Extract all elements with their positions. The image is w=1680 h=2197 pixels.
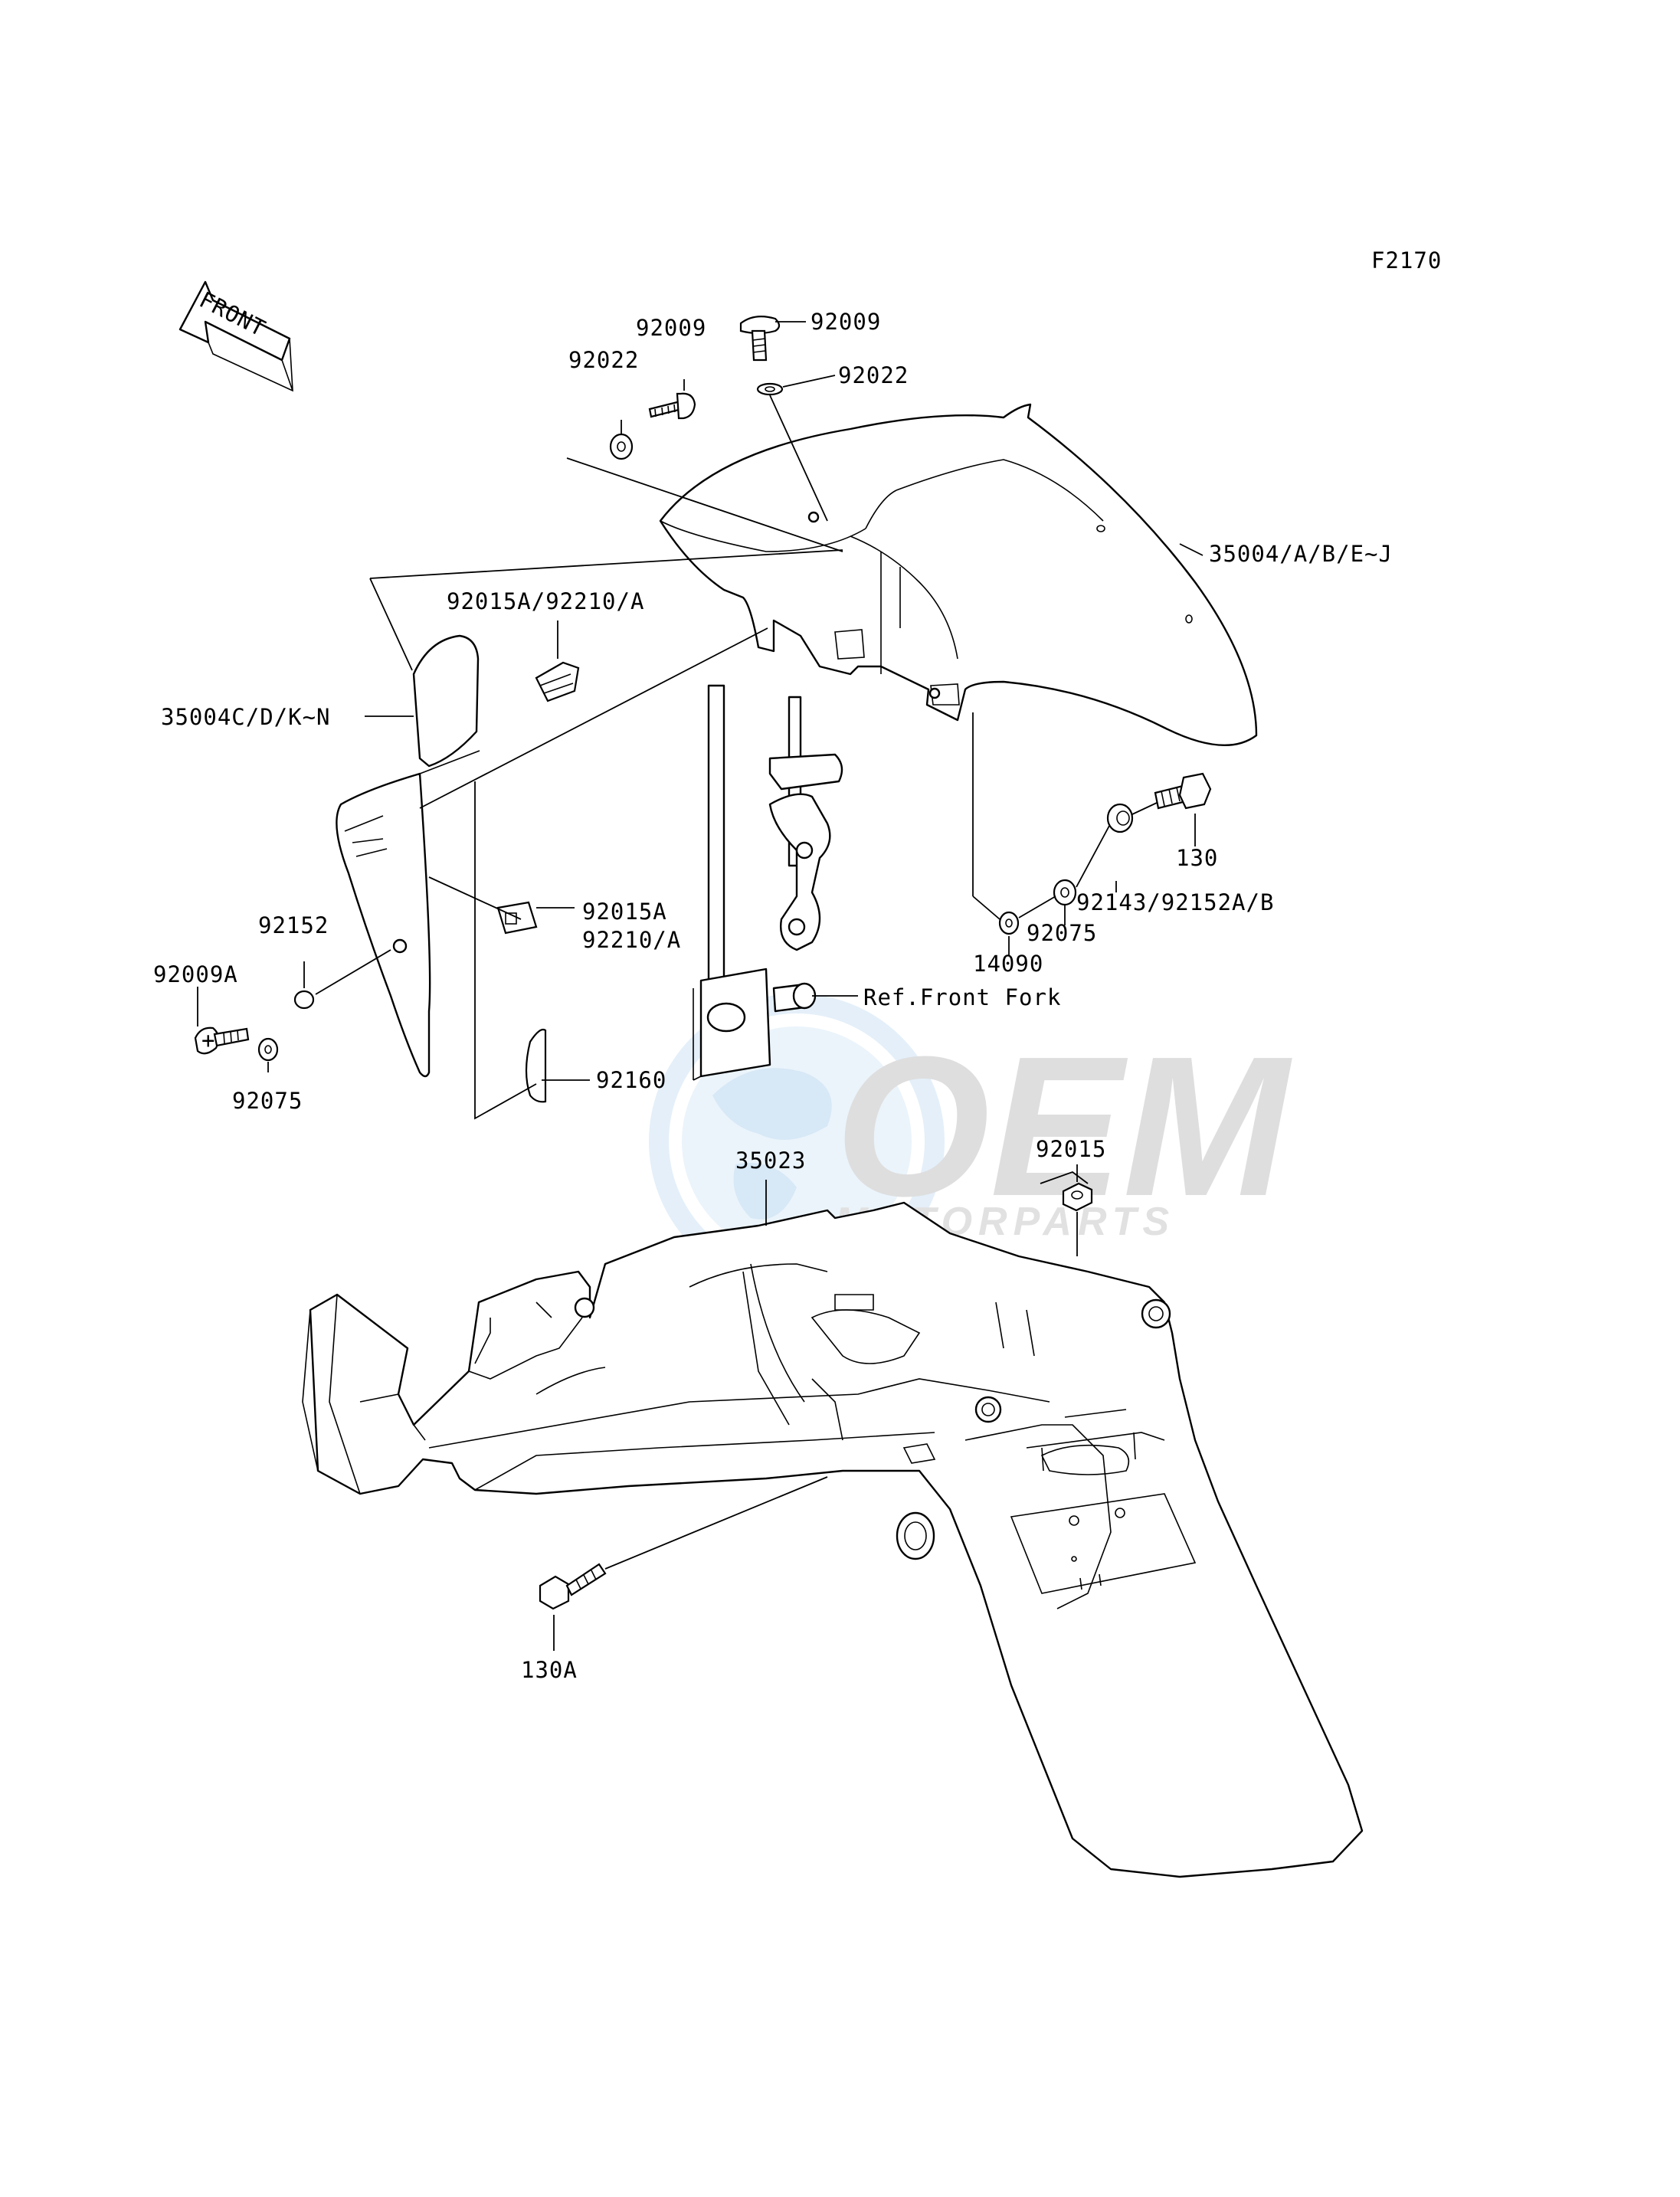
label-pad-92160: 92160 [596, 1067, 666, 1093]
bolt-92009-right [739, 315, 781, 362]
washer-92022-right [756, 382, 784, 396]
svg-text:+: + [201, 1027, 215, 1053]
fender-cover [336, 634, 480, 1078]
bolt-92009-left [648, 392, 696, 420]
label-washer-92075-left: 92075 [232, 1088, 303, 1114]
washer-14090 [998, 911, 1020, 935]
bolt-130 [1154, 772, 1212, 810]
label-bolt-130: 130 [1176, 845, 1218, 871]
label-washer-92022-right: 92022 [838, 362, 909, 388]
washer-92075-right [1053, 879, 1077, 906]
collar-92143 [1106, 803, 1134, 833]
label-bolt-92009-left: 92009 [636, 315, 706, 341]
label-washer-14090: 14090 [973, 951, 1043, 977]
label-fender-cover: 35004C/D/K~N [161, 704, 331, 730]
washer-92022-left [609, 433, 634, 460]
label-front-fender: 35004/A/B/E~J [1209, 541, 1393, 567]
leader-lines [197, 321, 1204, 1651]
label-clip-lower-b: 92210/A [582, 927, 681, 953]
bolt-92009a: + [194, 1026, 250, 1055]
label-bolt-92009a: 92009A [153, 961, 238, 987]
label-clip-upper: 92015A/92210/A [447, 588, 644, 614]
washer-92075-left [257, 1037, 279, 1062]
label-bolt-92009-right: 92009 [811, 309, 881, 335]
grommet-92152 [293, 990, 315, 1010]
labels: F2170 92009 92009 92022 92022 35004/A/B/… [153, 247, 1442, 1683]
label-washer-92022-left: 92022 [568, 347, 639, 373]
label-nut-92015: 92015 [1036, 1136, 1106, 1162]
clip-upper [535, 661, 580, 702]
front-fender [659, 403, 1258, 747]
front-arrow-icon: FRONT [178, 280, 293, 392]
diagram-code: F2170 [1371, 247, 1442, 273]
label-washer-92075-right: 92075 [1027, 920, 1097, 946]
label-grommet-92152: 92152 [258, 912, 329, 938]
label-rear-fender: 35023 [735, 1148, 806, 1174]
label-ref-front-fork: Ref.Front Fork [863, 984, 1061, 1010]
rear-fender [302, 1201, 1364, 1878]
front-fork-ref [693, 684, 843, 1081]
label-bolt-130a: 130A [521, 1657, 578, 1683]
label-collar: 92143/92152A/B [1076, 889, 1274, 915]
nut-92015 [1062, 1182, 1093, 1212]
pad-92160 [525, 1028, 547, 1103]
label-clip-lower-a: 92015A [582, 899, 667, 925]
bolt-130a [539, 1563, 607, 1610]
